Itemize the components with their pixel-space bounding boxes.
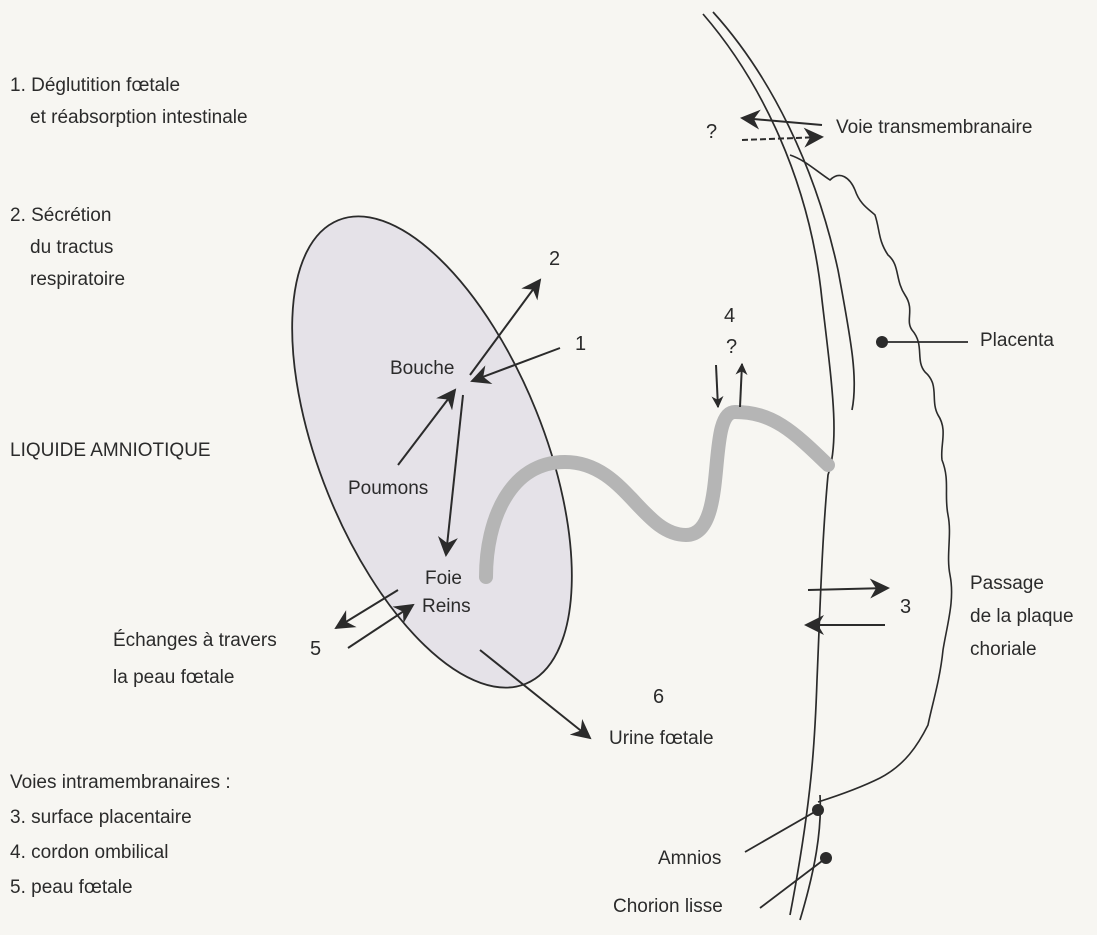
label-passage-line1: Passage bbox=[970, 570, 1044, 598]
legend-item-5: 5. peau fœtale bbox=[10, 874, 133, 902]
arrow-4-cord-out bbox=[740, 364, 742, 407]
label-passage-line3: choriale bbox=[970, 636, 1037, 664]
label-number-6: 6 bbox=[653, 683, 664, 711]
label-reins: Reins bbox=[422, 593, 471, 621]
fetus-body bbox=[235, 178, 630, 726]
legend-item-4: 4. cordon ombilical bbox=[10, 839, 168, 867]
label-question-top: ? bbox=[706, 118, 717, 146]
region-label: LIQUIDE AMNIOTIQUE bbox=[10, 437, 211, 465]
label-question-cord: ? bbox=[726, 333, 737, 361]
transmembrane-arrow-in bbox=[742, 137, 822, 140]
arrow-5-skin-out bbox=[336, 590, 398, 628]
amnios-pointer-dot bbox=[812, 804, 824, 816]
note-1-line2: et réabsorption intestinale bbox=[30, 104, 248, 132]
label-placenta: Placenta bbox=[980, 327, 1054, 355]
label-number-5: 5 bbox=[310, 635, 321, 663]
note-1-line1: 1. Déglutition fœtale bbox=[10, 72, 180, 100]
label-skin-exchange-line1: Échanges à travers bbox=[113, 627, 277, 655]
chorion-pointer-dot bbox=[820, 852, 832, 864]
arrow-5-skin-in bbox=[348, 605, 413, 648]
legend-title: Voies intramembranaires : bbox=[10, 769, 231, 797]
arrow-4-cord-in bbox=[716, 365, 718, 407]
label-chorion-lisse: Chorion lisse bbox=[613, 893, 723, 921]
label-bouche: Bouche bbox=[390, 355, 454, 383]
label-number-3: 3 bbox=[900, 593, 911, 621]
label-skin-exchange-line2: la peau fœtale bbox=[113, 664, 234, 692]
arrow-3-out bbox=[808, 588, 888, 590]
note-2-line3: respiratoire bbox=[30, 266, 125, 294]
label-number-2: 2 bbox=[549, 245, 560, 273]
transmembrane-arrow-out bbox=[742, 118, 822, 125]
label-voie-transmembranaire: Voie transmembranaire bbox=[836, 114, 1032, 142]
label-number-1: 1 bbox=[575, 330, 586, 358]
label-amnios: Amnios bbox=[658, 845, 721, 873]
legend-item-3: 3. surface placentaire bbox=[10, 804, 192, 832]
label-foie: Foie bbox=[425, 565, 462, 593]
label-poumons: Poumons bbox=[348, 475, 428, 503]
note-2-line1: 2. Sécrétion bbox=[10, 202, 111, 230]
placenta-pointer-dot bbox=[876, 336, 888, 348]
label-urine-foetale: Urine fœtale bbox=[609, 725, 714, 753]
label-number-4: 4 bbox=[724, 302, 735, 330]
amnios-pointer-line bbox=[745, 810, 818, 852]
label-passage-line2: de la plaque bbox=[970, 603, 1074, 631]
note-2-line2: du tractus bbox=[30, 234, 113, 262]
